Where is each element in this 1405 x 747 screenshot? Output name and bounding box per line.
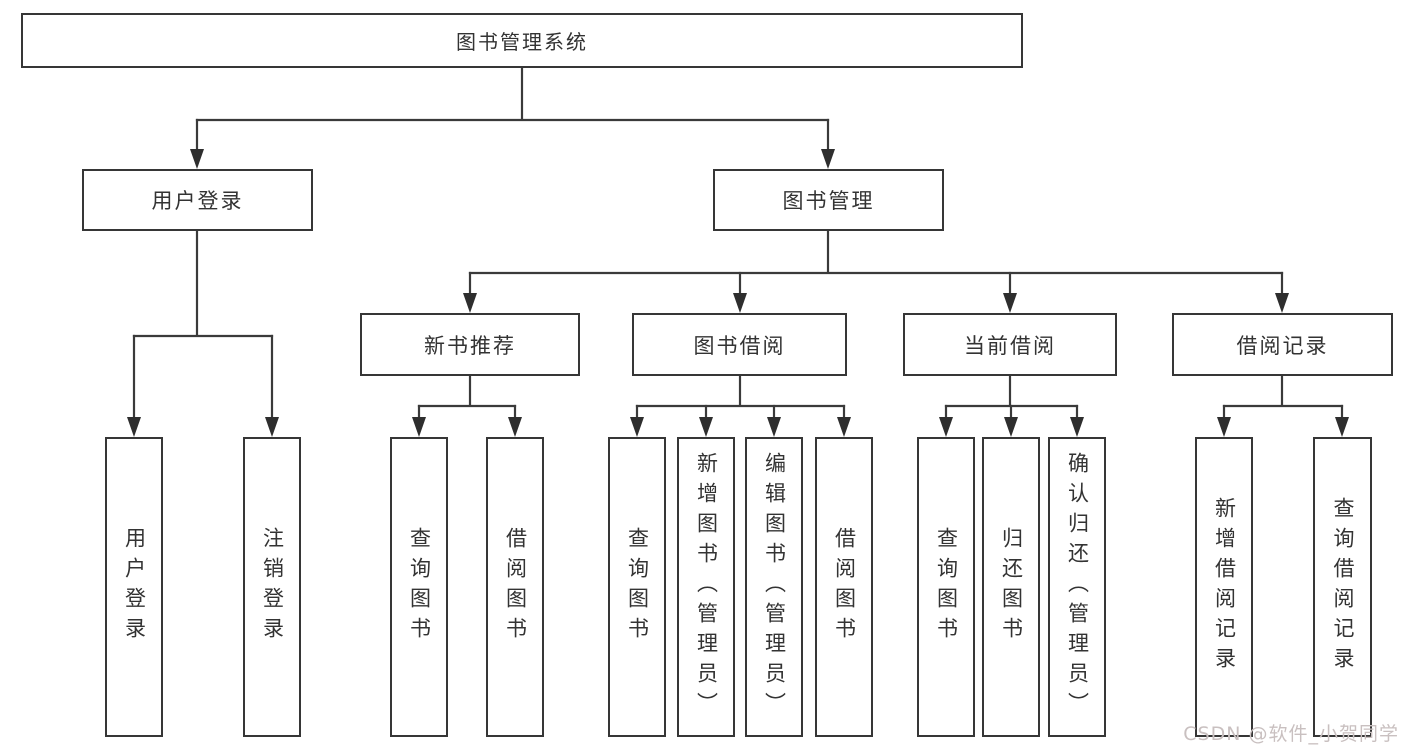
node-book-management: 图书管理: [713, 169, 944, 231]
leaf-label: 借阅图书: [503, 527, 528, 647]
leaf-return-books: 归还图书: [982, 437, 1040, 737]
leaf-label: 用户登录: [122, 527, 147, 647]
leaf-label: 确认归还（管理员）: [1065, 452, 1090, 722]
leaf-borrow-books-1: 借阅图书: [486, 437, 544, 737]
leaf-label: 新增借阅记录: [1212, 497, 1237, 677]
leaf-label: 查询图书: [625, 527, 650, 647]
leaf-query-borrow-record: 查询借阅记录: [1313, 437, 1372, 737]
node-root: 图书管理系统: [21, 13, 1023, 68]
node-borrowing-records: 借阅记录: [1172, 313, 1393, 376]
leaf-confirm-return-admin: 确认归还（管理员）: [1048, 437, 1106, 737]
watermark: CSDN @软件_小贺同学: [1183, 723, 1399, 745]
arrow-down-icons: [127, 149, 1349, 437]
leaf-label: 查询借阅记录: [1331, 497, 1355, 677]
node-user-login: 用户登录: [82, 169, 313, 231]
leaf-label: 查询图书: [934, 527, 959, 647]
leaf-query-books-1: 查询图书: [390, 437, 448, 737]
leaf-label: 借阅图书: [832, 527, 857, 647]
leaf-borrow-books-2: 借阅图书: [815, 437, 873, 737]
leaf-query-books-3: 查询图书: [917, 437, 975, 737]
node-current-borrowing: 当前借阅: [903, 313, 1117, 376]
leaf-query-books-2: 查询图书: [608, 437, 666, 737]
leaf-add-borrow-record: 新增借阅记录: [1195, 437, 1253, 737]
node-book-borrowing: 图书借阅: [632, 313, 847, 376]
leaf-label: 编辑图书（管理员）: [762, 452, 787, 722]
leaf-user-login: 用户登录: [105, 437, 163, 737]
leaf-label: 注销登录: [260, 527, 285, 647]
leaf-edit-book-admin: 编辑图书（管理员）: [745, 437, 803, 737]
leaf-add-book-admin: 新增图书（管理员）: [677, 437, 735, 737]
leaf-label: 查询图书: [407, 527, 432, 647]
leaf-label: 新增图书（管理员）: [694, 452, 719, 722]
leaf-label: 归还图书: [999, 527, 1024, 647]
leaf-logout: 注销登录: [243, 437, 301, 737]
node-new-book-recommend: 新书推荐: [360, 313, 580, 376]
